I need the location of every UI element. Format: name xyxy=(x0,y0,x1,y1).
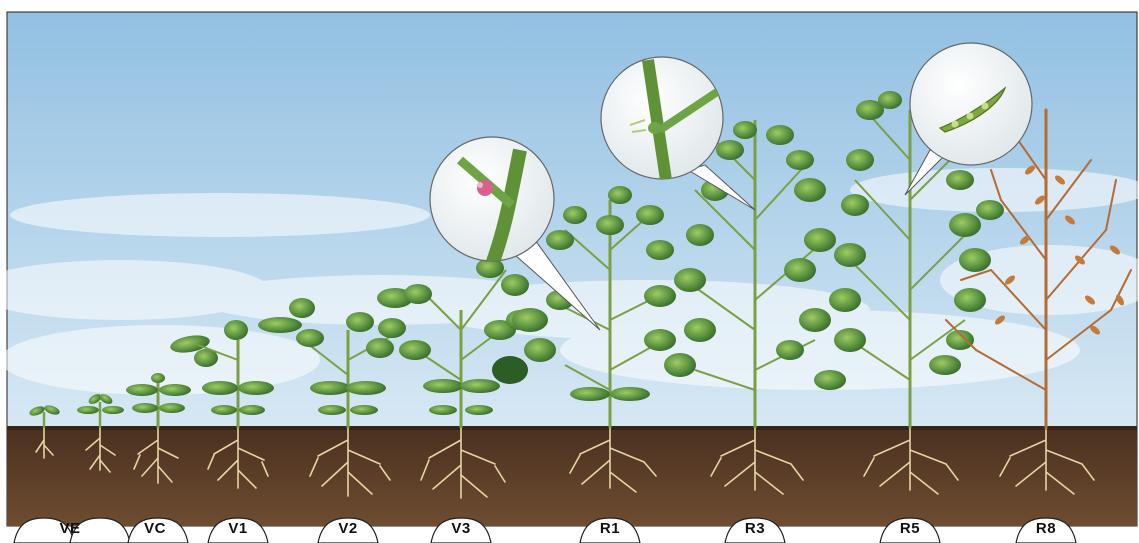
stage-label-v1: V1 xyxy=(198,520,278,537)
soil-surface-line xyxy=(7,426,1137,430)
stage-label-r8: R8 xyxy=(1006,520,1086,537)
stage-label-r1: R1 xyxy=(570,520,650,537)
stage-label-r5: R5 xyxy=(870,520,950,537)
soil xyxy=(7,428,1137,526)
small-pod-icon xyxy=(648,122,662,134)
stage-label-v3: V3 xyxy=(421,520,501,537)
stage-label-r3: R3 xyxy=(715,520,795,537)
stage-label-v2: V2 xyxy=(308,520,388,537)
stage-label-ve: VE xyxy=(30,520,110,537)
stage-label-vc: VC xyxy=(115,520,195,537)
